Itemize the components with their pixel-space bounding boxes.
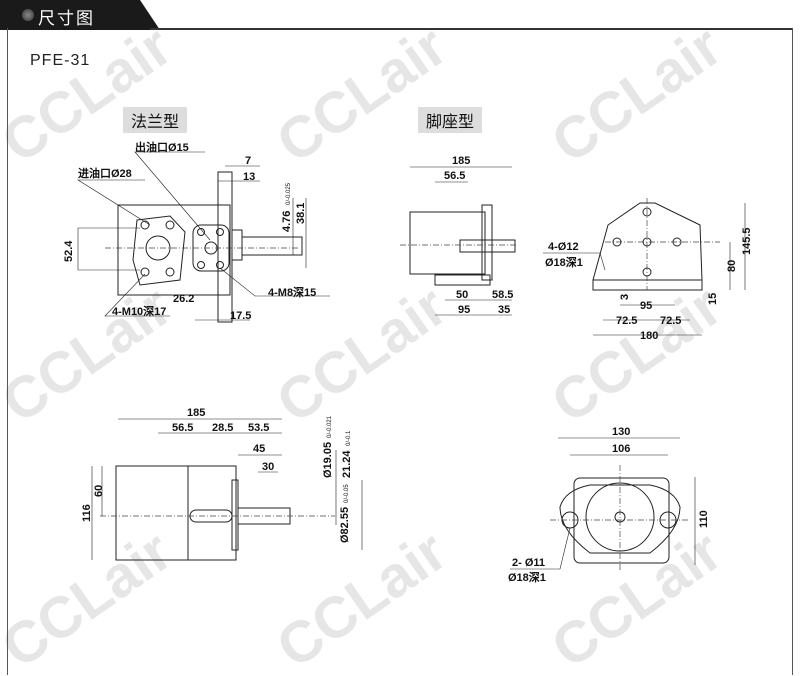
dim-53-5: 53.5	[248, 422, 269, 434]
foot-front-view: 4-Ø12 Ø18深1 145.5 80 3 15 95 72.5 72.5 1…	[543, 198, 753, 342]
flange-type-label: 法兰型	[123, 107, 188, 133]
dim-80: 80	[726, 260, 738, 272]
dim-28-5: 28.5	[212, 422, 233, 434]
foot-side-view: 185 56.5 50 58.5 95 35	[400, 155, 518, 316]
hole-count: 4-Ø12	[548, 241, 579, 253]
front-view: 130 106 110 2- Ø11 Ø18深1	[508, 426, 710, 584]
dim-45: 45	[253, 443, 265, 455]
dim-key-height-tolerance: 0/-0.1	[346, 430, 352, 446]
dim-145-5: 145.5	[741, 227, 753, 255]
dim-60: 60	[93, 485, 105, 497]
outlet-label: 出油口Ø15	[135, 140, 189, 154]
outlet-thread: 4-M8深15	[268, 285, 316, 299]
flange-view: 出油口Ø15 进油口Ø28 7 13 4.76 0/-0.025 38.1 52…	[63, 140, 330, 323]
dim-key-height: 21.24	[341, 450, 353, 478]
dim-key-tolerance: 0/-0.025	[286, 182, 292, 205]
foot-type-label: 脚座型	[418, 107, 483, 133]
dim-15: 15	[707, 293, 719, 305]
dim-185: 185	[452, 155, 470, 167]
section-title: 尺寸图	[38, 9, 95, 28]
counterbore: Ø18深1	[545, 255, 583, 269]
dim-110: 110	[698, 510, 710, 528]
dim-7: 7	[245, 155, 251, 167]
dim-56-5: 56.5	[172, 422, 193, 434]
dim-key: 4.76	[281, 211, 293, 232]
side-view: 185 56.5 28.5 53.5 45 30 Ø19.05 0/-0.021…	[81, 407, 363, 561]
drawing-frame	[7, 28, 793, 675]
dim-3: 3	[619, 294, 631, 300]
dim-pilot-dia: Ø82.55	[339, 507, 351, 543]
dim-38-1: 38.1	[295, 203, 307, 224]
dim-56-5: 56.5	[444, 170, 465, 182]
dim-26-2: 26.2	[173, 293, 194, 305]
model-name: PFE-31	[30, 52, 91, 69]
dim-72-5-right: 72.5	[660, 315, 681, 327]
dim-95: 95	[640, 300, 652, 312]
dim-185: 185	[187, 407, 205, 419]
dim-180: 180	[640, 330, 658, 342]
counterbore: Ø18深1	[508, 570, 546, 584]
hole-count: 2- Ø11	[512, 557, 545, 569]
dim-35: 35	[498, 304, 510, 316]
bullet-icon	[22, 9, 34, 21]
dim-116: 116	[81, 504, 93, 522]
dim-95: 95	[458, 304, 470, 316]
dim-shaft-dia: Ø19.05	[322, 442, 334, 478]
dim-72-5-left: 72.5	[616, 315, 637, 327]
dim-shaft-dia-tolerance: 0/-0.021	[327, 415, 333, 438]
divider	[150, 28, 793, 30]
dim-30: 30	[262, 461, 274, 473]
dim-17-5: 17.5	[230, 310, 251, 322]
section-tab: 尺寸图	[0, 0, 160, 30]
dim-13: 13	[243, 171, 255, 183]
dim-106: 106	[612, 443, 630, 455]
inlet-label: 进油口Ø28	[78, 166, 132, 180]
dim-58-5: 58.5	[492, 289, 513, 301]
dim-130: 130	[612, 426, 630, 438]
dim-50: 50	[456, 289, 468, 301]
dim-pilot-dia-tolerance: 0/-0.05	[344, 484, 350, 503]
inlet-thread: 4-M10深17	[112, 304, 166, 318]
dim-52-4: 52.4	[63, 240, 75, 262]
